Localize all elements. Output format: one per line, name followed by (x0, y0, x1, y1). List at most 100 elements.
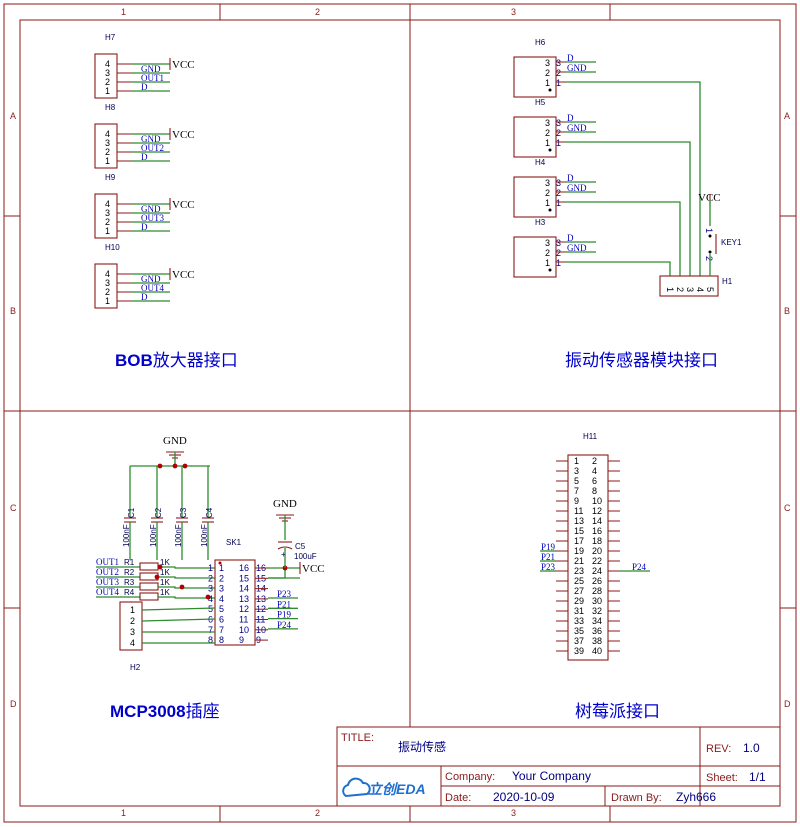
pin-number: 14 (239, 584, 249, 594)
net-label-gpio: P21 (541, 552, 555, 562)
company-value: Your Company (512, 769, 591, 783)
header-body (94, 263, 118, 309)
pin-number: 32 (592, 606, 602, 616)
pin-number: 7 (208, 625, 213, 635)
drawn-by-label: Drawn By: (611, 792, 662, 804)
cap-value: 100nF (200, 524, 209, 547)
net-label-d: D (141, 292, 148, 302)
resistor-ref: R2 (124, 568, 135, 577)
pin-number: 3 (556, 178, 561, 188)
resistor-value: 1K (160, 558, 170, 567)
net-label-out: OUT1 (141, 73, 164, 83)
pin-number: 1 (545, 78, 550, 88)
col-label: 2 (315, 808, 320, 818)
pin-number: 1 (556, 138, 561, 148)
pin-number: 3 (556, 238, 561, 248)
wire-h2 (141, 607, 216, 611)
cap-ref: C4 (205, 507, 214, 518)
net-label-d: D (141, 152, 148, 162)
net-label-gpio: P23 (541, 562, 556, 572)
pin-number: 17 (574, 536, 584, 546)
resistor-value: 1K (160, 578, 170, 587)
pin-number: 2 (208, 573, 213, 583)
cap-value: 100uF (294, 552, 317, 561)
pin-number: 7 (219, 625, 224, 635)
pin-number: 8 (219, 635, 224, 645)
net-label-d: D (567, 53, 574, 63)
pin-number: 1 (556, 78, 561, 88)
pin-number: 3 (556, 118, 561, 128)
pin-number: 1 (704, 228, 714, 233)
pin-number: 3 (105, 208, 110, 218)
header-body (513, 116, 557, 158)
pin-number: 7 (574, 486, 579, 496)
pin-number: 30 (592, 596, 602, 606)
pin-number: 1 (105, 226, 110, 236)
wire-ch (158, 596, 215, 599)
header-body (119, 601, 143, 651)
cap-ref: C3 (179, 507, 188, 518)
net-label-gnd: GND (567, 243, 587, 253)
pin-number: 1 (130, 605, 135, 615)
pin-number: 5 (705, 287, 715, 292)
pin-number: 4 (105, 199, 110, 209)
header-ref: H7 (105, 33, 116, 42)
drawn-by-value: Zyh666 (676, 790, 716, 804)
row-label: B (10, 306, 16, 316)
key-ref: KEY1 (721, 238, 742, 247)
net-label-out: OUT4 (141, 283, 164, 293)
cap-ref: C5 (295, 542, 306, 551)
date-value: 2020-10-09 (493, 790, 555, 804)
pin-number: 15 (239, 573, 249, 583)
pin-number: 1 (556, 198, 561, 208)
pin-number: 2 (105, 77, 110, 87)
pin-number: 4 (105, 59, 110, 69)
col-label: 1 (121, 808, 126, 818)
net-label-gpio: P19 (541, 542, 556, 552)
pin-number: 25 (574, 576, 584, 586)
pin-number: 12 (592, 506, 602, 516)
net-label-spi: P19 (277, 610, 292, 620)
cap-value: 100nF (174, 524, 183, 547)
pin-number: 15 (574, 526, 584, 536)
wire-ch (158, 576, 215, 579)
pin-number: 2 (545, 68, 550, 78)
pin-number: 2 (545, 248, 550, 258)
pin-number: 3 (105, 68, 110, 78)
pin-number: 13 (574, 516, 584, 526)
vcc-label: VCC (172, 59, 195, 71)
pin-number: 5 (574, 476, 579, 486)
lceda-logo: 立创EDA (342, 777, 426, 798)
pin-number: 35 (574, 626, 584, 636)
pin-number: 3 (105, 138, 110, 148)
pin-number: 18 (592, 536, 602, 546)
pin-number: 4 (130, 638, 135, 648)
resistor-value: 1K (160, 568, 170, 577)
net-label-gnd: GND (567, 63, 587, 73)
pin1-marker (548, 88, 552, 92)
wire-signal (566, 81, 701, 276)
header-ref: H3 (535, 218, 546, 227)
pin-number: 1 (105, 156, 110, 166)
pin-number: 2 (556, 188, 561, 198)
net-label-out: OUT2 (141, 143, 164, 153)
resistor-body (139, 582, 159, 591)
net-label-gnd: GND (141, 134, 161, 144)
pin-number: 3 (130, 627, 135, 637)
sheet-frame (3, 3, 797, 823)
socket-ref: SK1 (226, 538, 242, 547)
col-label: 2 (315, 7, 320, 17)
switch-contact (708, 250, 712, 254)
pin-number: 4 (105, 129, 110, 139)
pin-number: 10 (239, 625, 249, 635)
net-label-gnd: GND (141, 274, 161, 284)
date-label: Date: (445, 792, 471, 804)
pin-number: 1 (665, 287, 675, 292)
pin-number: 3 (685, 287, 695, 292)
pin-number: 2 (592, 456, 597, 466)
